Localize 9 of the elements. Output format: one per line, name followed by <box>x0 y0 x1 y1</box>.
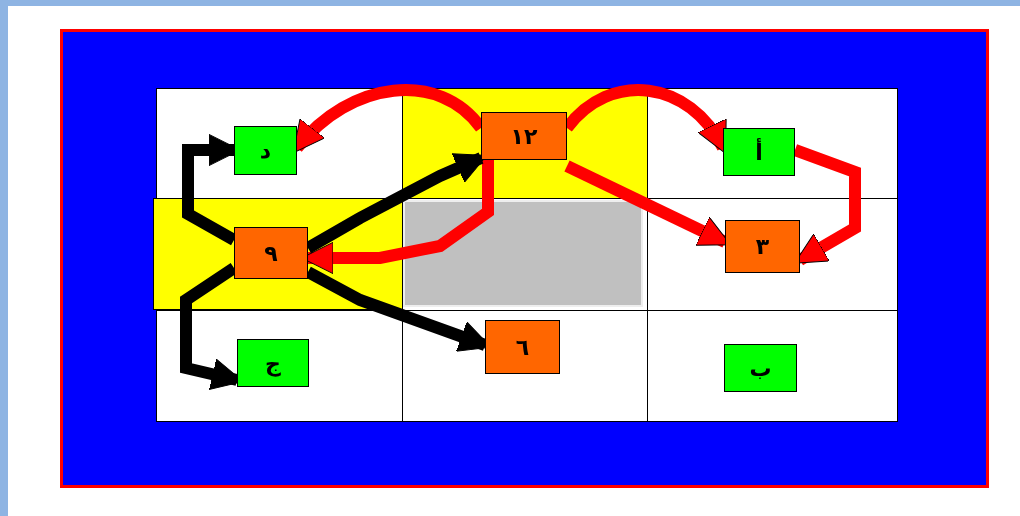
number-box: ٩ <box>234 227 308 279</box>
letter-box: أ <box>723 128 795 176</box>
letter-box: ب <box>724 344 797 392</box>
arrow <box>792 144 861 266</box>
number-box: ١٢ <box>481 112 567 160</box>
number-box: ٣ <box>725 220 800 273</box>
letter-box: د <box>234 126 297 175</box>
number-box: ٦ <box>485 320 560 374</box>
letter-box: ج <box>237 339 309 387</box>
